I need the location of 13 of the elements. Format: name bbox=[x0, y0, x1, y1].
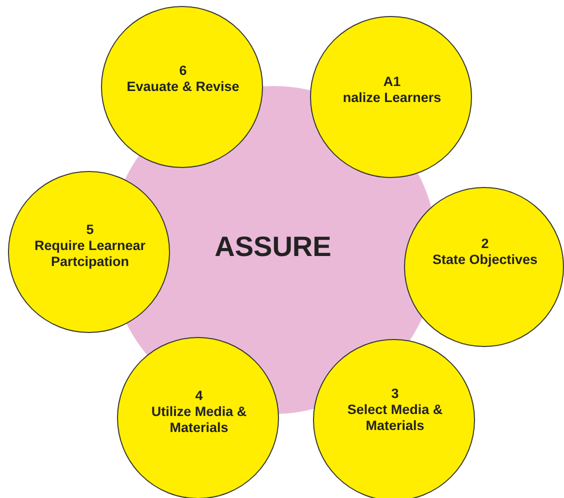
step-number: 2 bbox=[480, 236, 490, 252]
step-label: nalize Learners bbox=[342, 90, 442, 106]
step-label: Require Learnear Partcipation bbox=[33, 238, 147, 270]
step-number: 5 bbox=[85, 222, 95, 238]
step-label: Evauate & Revise bbox=[126, 79, 240, 95]
step-number: 6 bbox=[178, 63, 188, 79]
step-number: 3 bbox=[390, 386, 400, 402]
step-label: Select Media & Materials bbox=[346, 402, 444, 434]
step-label: Utilize Media & Materials bbox=[150, 404, 248, 436]
center-title: ASSURE bbox=[214, 230, 332, 263]
step-label: State Objectives bbox=[431, 252, 539, 268]
step-number: A1 bbox=[382, 74, 402, 90]
step-number: 4 bbox=[194, 388, 204, 404]
